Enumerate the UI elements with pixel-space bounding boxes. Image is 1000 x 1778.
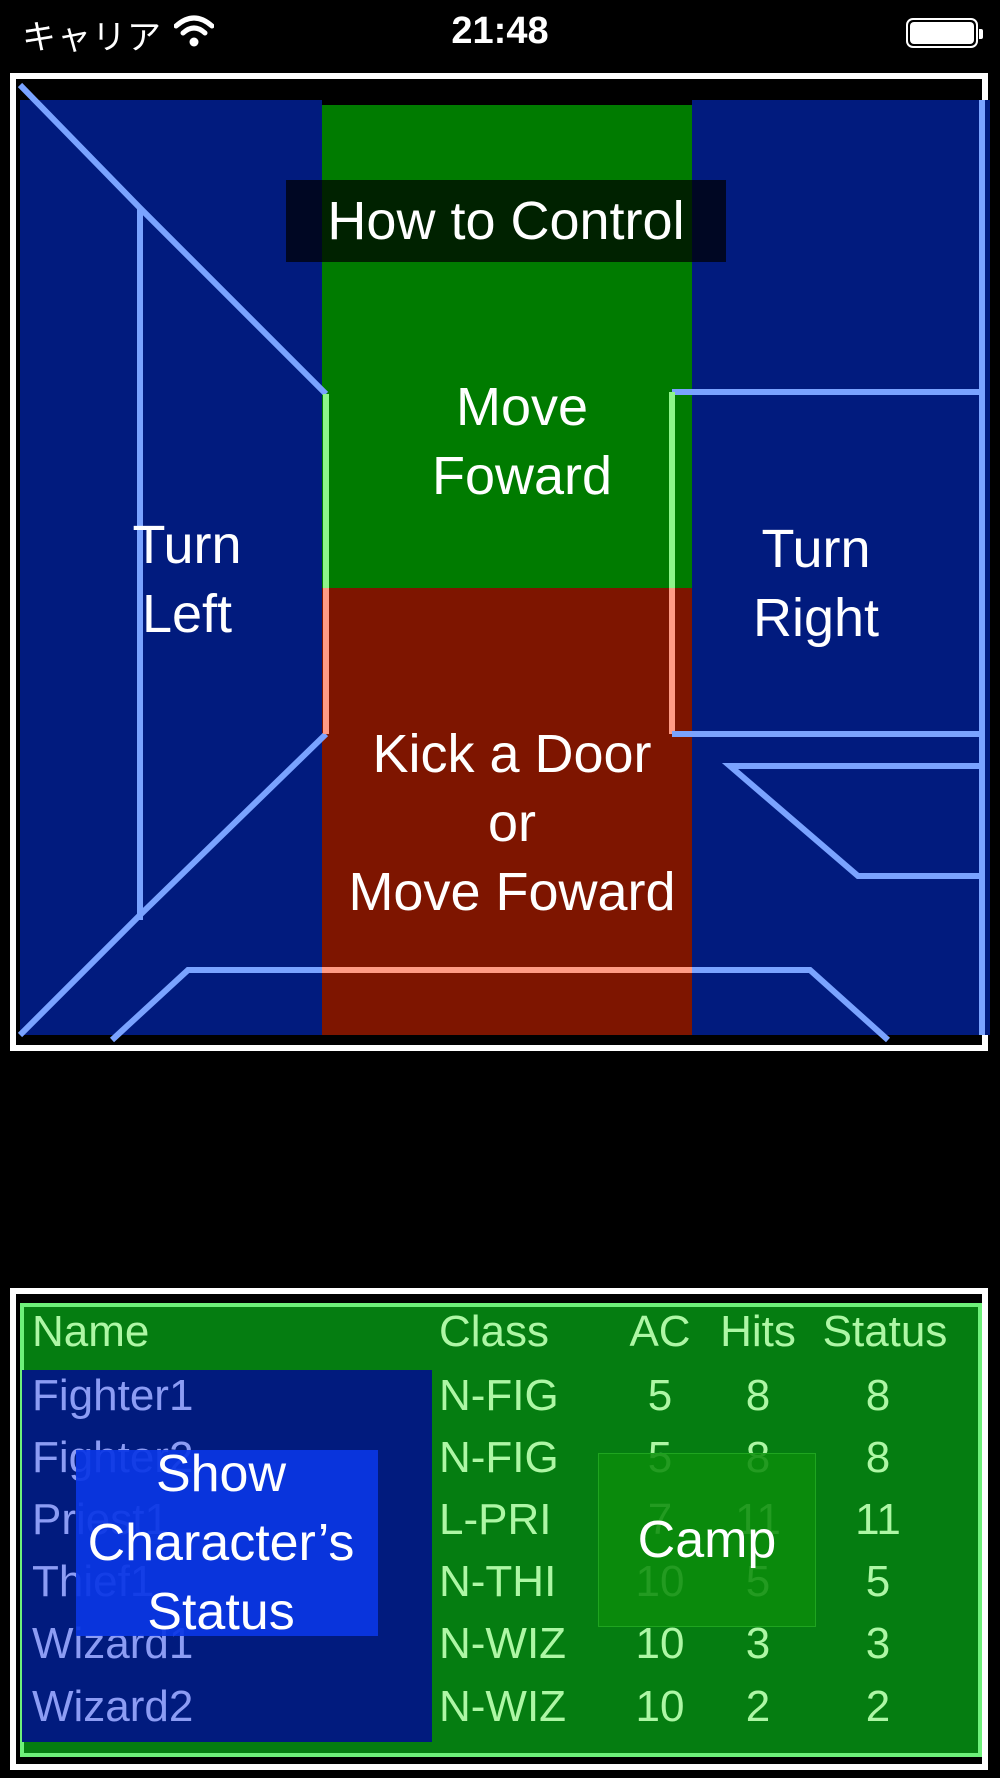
party-row-ac: 10 <box>635 1682 685 1731</box>
party-row-status: 8 <box>865 1371 891 1420</box>
column-header-name: Name <box>32 1307 150 1356</box>
turn-right-label: Turn Right <box>752 519 880 648</box>
show-status-button[interactable] <box>76 1450 378 1636</box>
party-row-status: 11 <box>855 1495 901 1544</box>
kick-door-zone[interactable] <box>322 588 692 1035</box>
party-row-class: L-PRI <box>439 1495 552 1544</box>
move-forward-label: Move Foward <box>431 377 613 506</box>
column-header-ac: AC <box>629 1307 691 1356</box>
title-backdrop <box>286 180 726 262</box>
party-row-class: N-FIG <box>439 1433 559 1482</box>
party-row-class: N-FIG <box>439 1371 559 1420</box>
camp-button-label: Camp <box>637 1511 777 1569</box>
turn-right-zone[interactable] <box>692 100 990 1035</box>
party-row-status: 3 <box>865 1619 891 1668</box>
party-row-status: 8 <box>865 1433 891 1482</box>
party-row-name: Fighter1 <box>32 1371 194 1420</box>
party-row-status: 2 <box>865 1682 891 1731</box>
column-header-status: Status <box>822 1307 948 1356</box>
turn-left-label: Turn Left <box>132 515 242 644</box>
kick-door-label: Kick a Door or Move Foward <box>348 724 676 922</box>
party-row-name: Wizard2 <box>32 1682 194 1731</box>
party-row-class: N-WIZ <box>439 1619 567 1668</box>
wifi-icon <box>174 15 214 47</box>
show-status-button-label: Show Character’s Status <box>87 1445 355 1641</box>
column-header-class: Class <box>439 1307 550 1356</box>
party-row-hits: 2 <box>745 1682 771 1731</box>
carrier-label: キャリア <box>22 19 162 57</box>
battery-icon <box>906 18 983 48</box>
page-title: How to Control <box>327 191 685 251</box>
party-row-status: 5 <box>865 1557 891 1606</box>
status-bar: キャリア 21:48 <box>0 0 1000 66</box>
party-row-hits: 8 <box>745 1371 771 1420</box>
party-row-class: N-THI <box>439 1557 557 1606</box>
party-row-ac: 10 <box>635 1619 685 1668</box>
clock: 21:48 <box>451 10 549 52</box>
party-row-class: N-WIZ <box>439 1682 567 1731</box>
camp-button[interactable] <box>598 1453 816 1627</box>
party-row-ac: 5 <box>647 1371 673 1420</box>
column-header-hits: Hits <box>720 1307 796 1356</box>
party-row-hits: 3 <box>745 1619 771 1668</box>
move-forward-zone[interactable] <box>322 105 692 588</box>
